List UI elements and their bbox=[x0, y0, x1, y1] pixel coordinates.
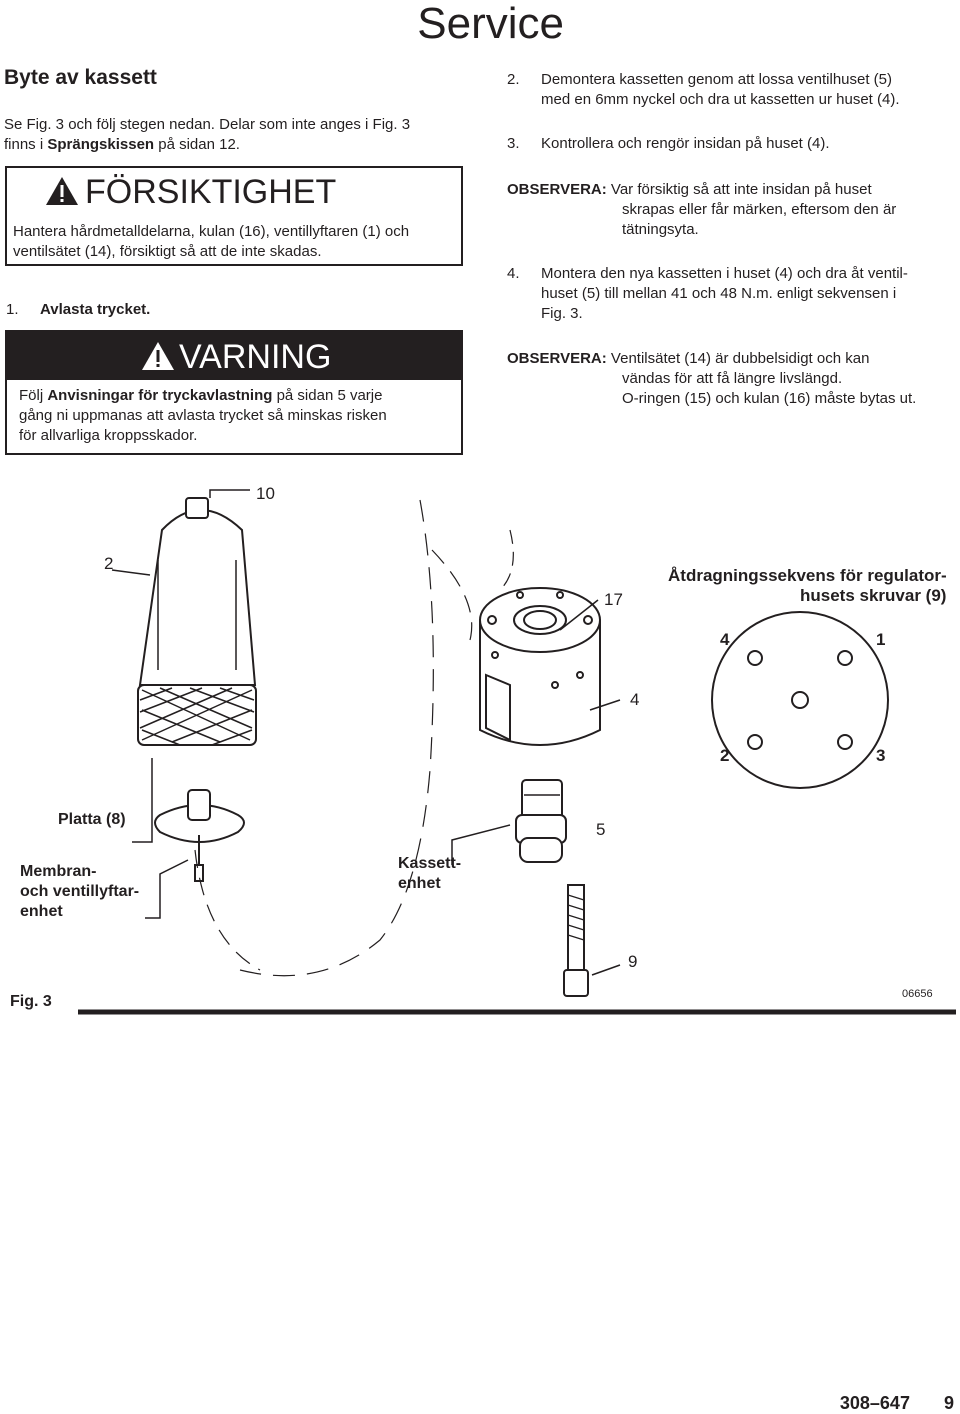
label-10: 10 bbox=[256, 484, 275, 503]
caution-triangle-icon bbox=[46, 177, 78, 205]
figure-code: 06656 bbox=[902, 988, 933, 1000]
caution-title: FÖRSIKTIGHET bbox=[85, 173, 337, 211]
intro-line-1: Se Fig. 3 och följ stegen nedan. Delar s… bbox=[4, 116, 411, 133]
intro-line-2: finns i Sprängskissen på sidan 12. bbox=[4, 136, 240, 153]
warning-body: Följ Anvisningar för tryckavlastning på … bbox=[19, 387, 387, 444]
warning-header: VARNING bbox=[7, 332, 461, 380]
section-heading: Byte av kassett bbox=[4, 66, 157, 89]
warning-title: VARNING bbox=[179, 338, 332, 376]
screw-drawing bbox=[563, 884, 589, 997]
exploded-figure bbox=[78, 489, 956, 1015]
figure-label: Fig. 3 bbox=[10, 993, 52, 1010]
sequence-2: 2 bbox=[720, 746, 730, 765]
step-4: 4.Montera den nya kassetten i huset (4) … bbox=[507, 265, 908, 322]
document-number: 308–647 bbox=[839, 1393, 910, 1413]
sequence-title-2: husets skruvar (9) bbox=[800, 586, 947, 605]
regulator-housing-drawing bbox=[479, 587, 601, 746]
label-9: 9 bbox=[628, 952, 638, 971]
note-1: OBSERVERA: Var försiktig så att inte ins… bbox=[507, 181, 897, 238]
label-5: 5 bbox=[596, 820, 606, 839]
sequence-1: 1 bbox=[876, 630, 886, 649]
caution-box: FÖRSIKTIGHET Hantera hårdmetalldelarna, … bbox=[5, 166, 463, 266]
caution-body: Hantera hårdmetalldelarna, kulan (16), v… bbox=[13, 223, 410, 260]
warning-box: VARNING Följ Anvisningar för tryckavlast… bbox=[5, 330, 463, 455]
valve-housing-drawing bbox=[515, 779, 567, 863]
label-2: 2 bbox=[104, 554, 114, 573]
label-plate: Platta (8) bbox=[58, 811, 126, 828]
sequence-title-1: Åtdragningssekvens för regulator- bbox=[668, 566, 947, 585]
diaphragm-plate-drawing bbox=[154, 789, 245, 882]
label-diaphragm-assembly: Membran- och ventillyftar- enhet bbox=[20, 863, 140, 920]
step-3: 3.Kontrollera och rengör insidan på huse… bbox=[507, 135, 830, 152]
sequence-4: 4 bbox=[720, 630, 730, 649]
exploded-view-ref: Sprängskissen bbox=[47, 136, 155, 153]
label-4: 4 bbox=[630, 690, 640, 709]
step-2: 2.Demontera kassetten genom att lossa ve… bbox=[507, 71, 900, 108]
warning-triangle-icon bbox=[142, 342, 174, 370]
page-number: 9 bbox=[943, 1393, 954, 1413]
cartridge-housing-drawing bbox=[137, 497, 257, 746]
label-cartridge-assembly: Kassett- enhet bbox=[398, 855, 462, 892]
intro-text: Se Fig. 3 och följ stegen nedan. Delar s… bbox=[4, 115, 464, 155]
page-title: Service bbox=[417, 0, 564, 48]
page-footer: 308–647 9 bbox=[840, 1393, 954, 1414]
step-1: 1.Avlasta trycket. bbox=[6, 301, 151, 318]
label-17: 17 bbox=[604, 590, 623, 609]
sequence-3: 3 bbox=[876, 746, 886, 765]
note-2: OBSERVERA: Ventilsätet (14) är dubbelsid… bbox=[507, 350, 917, 407]
sequence-diagram bbox=[711, 611, 889, 789]
